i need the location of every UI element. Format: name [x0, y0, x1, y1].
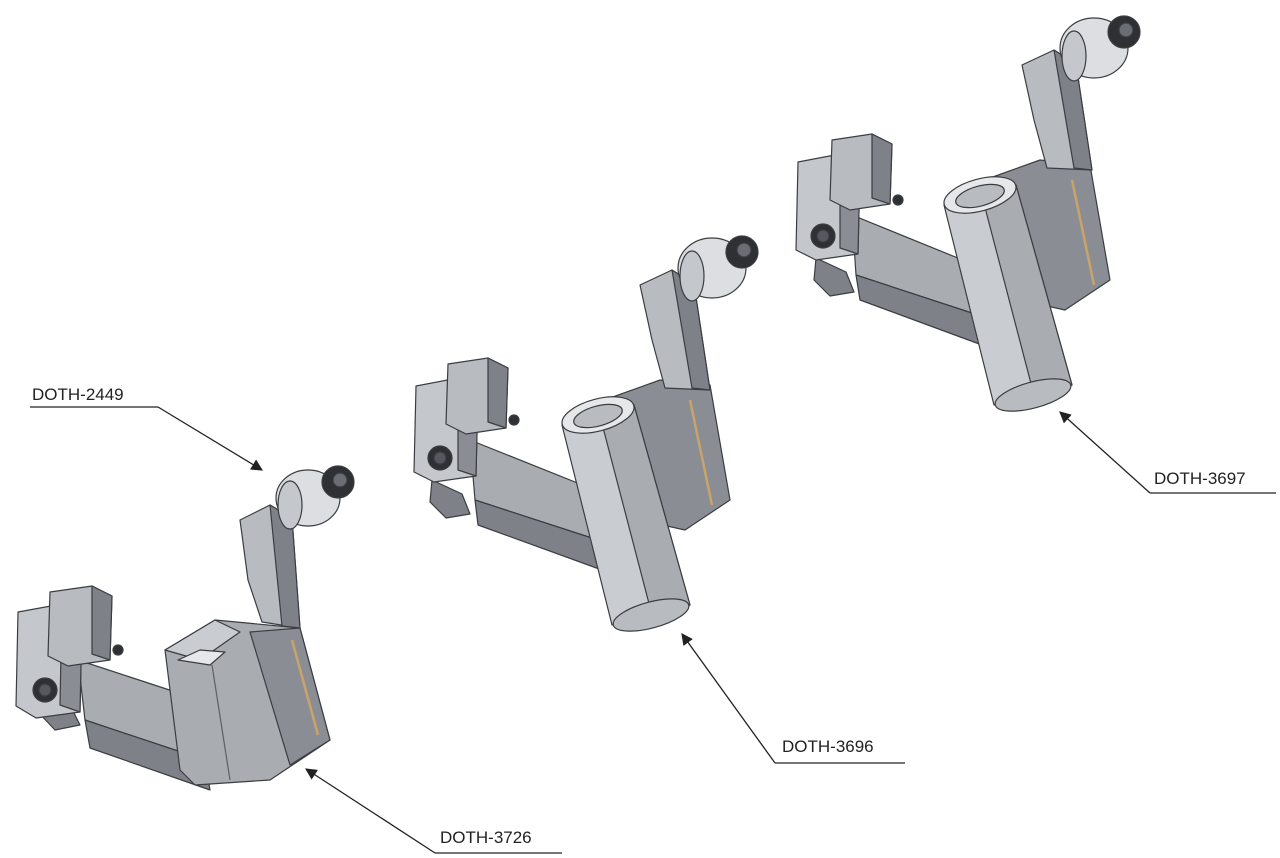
- callout-doth-2449: DOTH-2449: [30, 385, 264, 471]
- long-tube-bracket-right: [795, 15, 1141, 412]
- callout-doth-3726: DOTH-3726: [305, 768, 562, 854]
- callout-label: DOTH-3726: [440, 828, 532, 847]
- callout-label: DOTH-2449: [32, 385, 124, 404]
- long-tube-bracket-mid: [413, 235, 759, 632]
- short-clamp-bracket: [15, 465, 355, 791]
- callout-doth-3697: DOTH-3697: [1059, 411, 1276, 494]
- callout-label: DOTH-3696: [782, 737, 874, 756]
- callout-label: DOTH-3697: [1154, 469, 1246, 488]
- callout-doth-3696: DOTH-3696: [681, 633, 905, 764]
